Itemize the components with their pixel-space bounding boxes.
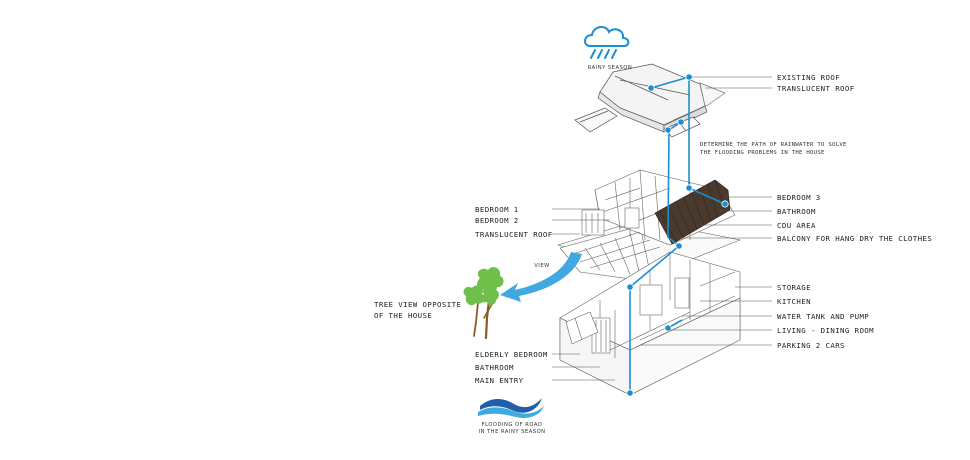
label-bedroom-3: BEDROOM 3 (777, 193, 821, 202)
label-elderly-bedroom: ELDERLY BEDROOM (475, 350, 548, 359)
leader-lines-left (552, 208, 615, 381)
label-living-dining: LIVING - DINING ROOM (777, 326, 874, 335)
label-bathroom-lower: BATHROOM (475, 363, 514, 372)
tree-icon (463, 267, 504, 340)
label-water-tank: WATER TANK AND PUMP (777, 312, 870, 321)
ground-floor (559, 251, 741, 396)
label-translucent-roof-top: TRANSLUCENT ROOF (777, 84, 855, 93)
rainy-season-caption: RAINY SEASON (587, 65, 633, 71)
label-bedroom-1: BEDROOM 1 (475, 205, 519, 214)
leader-lines-right (640, 76, 772, 346)
rainwater-note-line2: THE FLOODING PROBLEMS IN THE HOUSE (700, 150, 825, 156)
label-main-entry: MAIN ENTRY (475, 376, 524, 385)
label-kitchen: KITCHEN (777, 297, 811, 306)
rainwater-note-line1: DETERMINE THE PATH OF RAINWATER TO SOLVE (700, 142, 847, 148)
label-translucent-roof-left: TRANSLUCENT ROOF (475, 230, 553, 239)
label-parking: PARKING 2 CARS (777, 341, 845, 350)
label-storage: STORAGE (777, 283, 811, 292)
roof-level (574, 63, 726, 138)
rainwater-nodes (626, 73, 729, 397)
tree-caption-line2: OF THE HOUSE (374, 311, 433, 320)
label-existing-roof: EXISTING ROOF (777, 73, 841, 82)
label-bedroom-2: BEDROOM 2 (475, 216, 519, 225)
label-balcony: BALCONY FOR HANG DRY THE CLOTHES (777, 234, 933, 243)
view-arrow-icon (500, 252, 582, 302)
flood-waves-icon (478, 398, 544, 418)
flooding-caption-line2: IN THE RAINY SEASON (478, 429, 546, 435)
rain-cloud-icon (584, 26, 630, 59)
label-bathroom-upper: BATHROOM (777, 207, 816, 216)
tree-caption-line1: TREE VIEW OPPOSITE (374, 300, 462, 309)
view-caption: VIEW (534, 263, 550, 269)
flooding-caption-line1: FLOODING OF ROAD (481, 422, 543, 428)
label-cdu-area: CDU AREA (777, 221, 816, 230)
